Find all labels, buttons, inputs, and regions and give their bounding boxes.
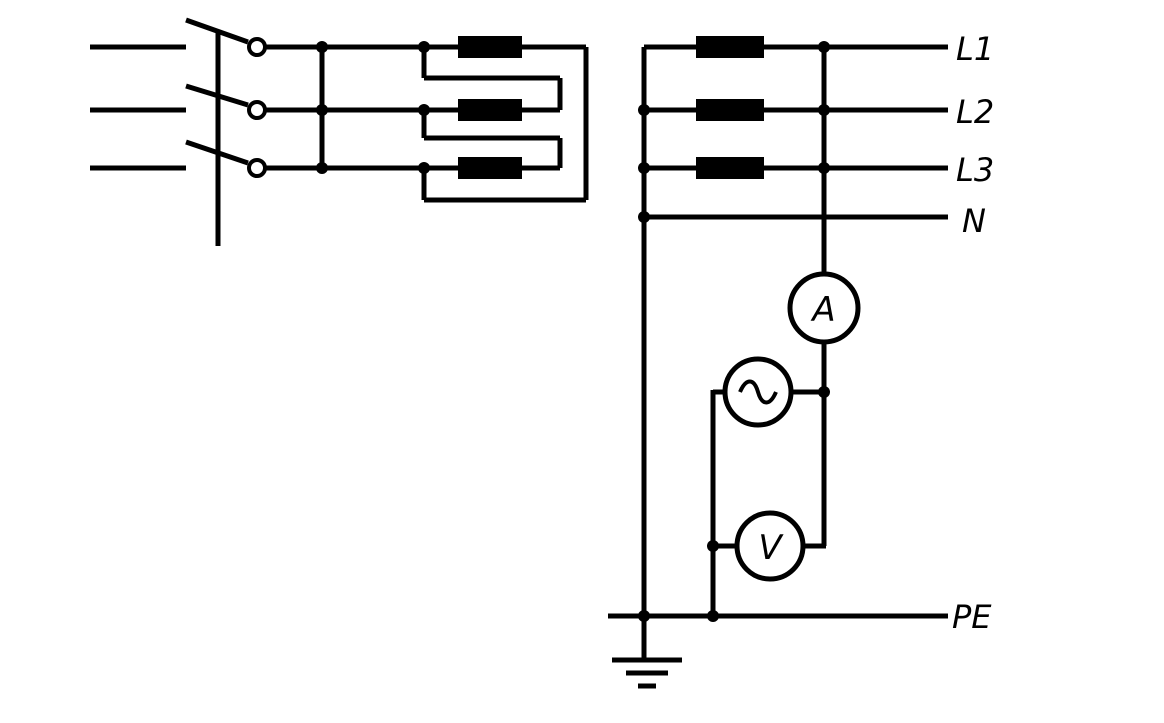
network-section: A ~ V L1 L2 L3 N PE [608, 30, 994, 689]
junction-dot [316, 162, 328, 174]
label-l3: L3 [956, 151, 994, 189]
junction-dot [638, 162, 650, 174]
switch-contact-1 [247, 37, 267, 57]
line-resistor-1 [696, 36, 764, 58]
junction-dot [316, 41, 328, 53]
junction-dot [818, 104, 830, 116]
resistor-3 [458, 157, 522, 179]
ammeter-label: A [810, 290, 835, 330]
junction-dot [707, 610, 719, 622]
resistor-2 [458, 99, 522, 121]
voltmeter-label: V [758, 528, 784, 568]
junction-dot [638, 610, 650, 622]
supply-section [90, 17, 589, 246]
ground-icon [612, 657, 682, 689]
sine-wave-icon [738, 379, 778, 405]
junction-dot [818, 41, 830, 53]
switch-contact-3 [247, 158, 267, 178]
line-resistor-3 [696, 157, 764, 179]
line-resistor-2 [696, 99, 764, 121]
junction-dot [818, 162, 830, 174]
junction-dot [316, 104, 328, 116]
switch-contact-2 [247, 100, 267, 120]
junction-dot [638, 104, 650, 116]
label-pe: PE [952, 598, 992, 636]
label-l1: L1 [956, 30, 994, 68]
label-l2: L2 [956, 93, 994, 131]
resistor-1 [458, 36, 522, 58]
junction-dot [638, 211, 650, 223]
label-n: N [962, 202, 986, 240]
